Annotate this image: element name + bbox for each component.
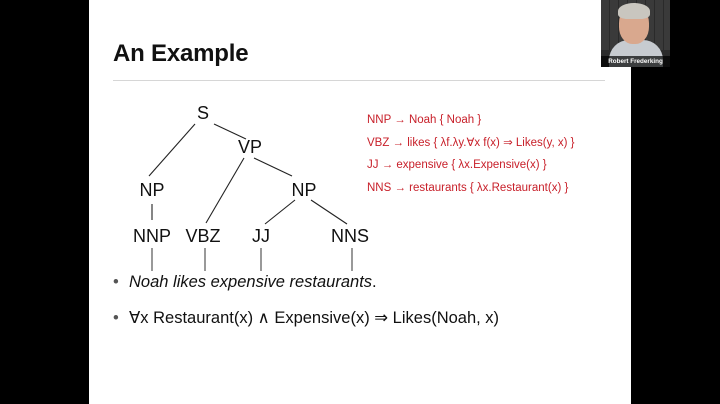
node-jj: JJ [252,226,270,246]
rule-nns: NNS → restaurants { λx.Restaurant(x) } [367,182,569,195]
edge-vp-vbz [205,157,245,224]
rule-jj: JJ → expensive { λx.Expensive(x) } [367,159,547,172]
parse-tree: S VP NP NP NNP VBZ JJ NNS [133,103,369,271]
node-s: S [197,103,209,123]
rule-vbz: VBZ → likes { λf.λy.∀x f(x) ⇒ Likes(y, x… [367,136,575,149]
edge-s-vp [213,123,247,140]
edge-np-nns [310,199,348,225]
node-nnp: NNP [133,226,171,246]
slide: An Example S VP NP NP NNP VBZ JJ NNS NNP… [89,0,631,404]
rule-nnp: NNP → Noah { Noah } [367,114,482,126]
slide-title: An Example [113,40,249,67]
edge-np-jj [264,199,296,225]
node-np-right: NP [291,180,316,200]
bullet-logical-form: • ∀x Restaurant(x) ∧ Expensive(x) ⇒ Likes… [113,308,499,328]
participant-video-tile[interactable] [601,0,670,67]
bullet-sentence: • Noah likes expensive restaurants. [113,273,377,292]
node-vbz: VBZ [185,226,220,246]
bullet-marker: • [113,309,119,327]
title-divider [113,80,605,81]
node-vp: VP [238,137,262,157]
participant-hair [618,3,650,19]
participant-name-tag: Robert Frederking [601,56,670,67]
node-np-left: NP [139,180,164,200]
bullet-marker: • [113,273,119,291]
example-sentence: Noah likes expensive restaurants [129,273,373,291]
lexicon-rules: NNP → Noah { Noah } VBZ → likes { λf.λy.… [367,113,575,204]
node-nns: NNS [331,226,369,246]
edge-s-np [148,123,196,177]
edge-vp-np [253,157,293,177]
sentence-period: . [372,273,377,291]
logical-form: ∀x Restaurant(x) ∧ Expensive(x) ⇒ Likes(… [129,309,500,327]
